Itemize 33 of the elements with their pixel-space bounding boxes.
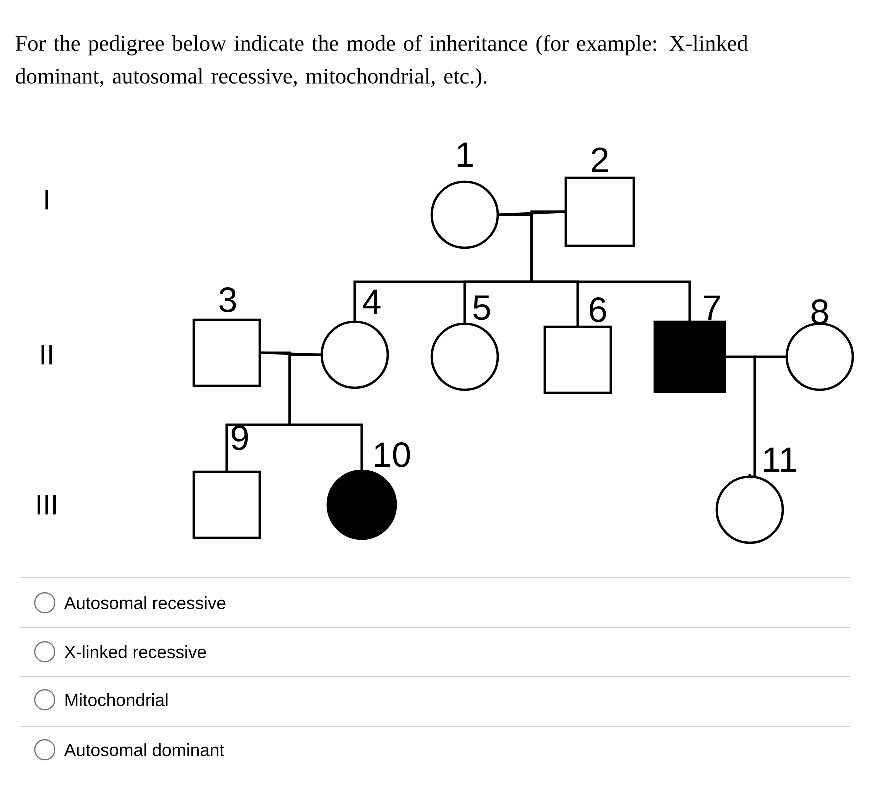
individual-number: 6 xyxy=(590,298,606,322)
individual-number: 2 xyxy=(592,148,608,172)
female-circle xyxy=(786,322,854,392)
female-circle xyxy=(430,322,500,392)
option-text: Autosomal recessive xyxy=(64,596,226,610)
individual-number: 11 xyxy=(764,448,797,472)
line xyxy=(498,210,566,216)
generation-label: II xyxy=(42,345,52,365)
individual-number: 9 xyxy=(232,426,248,450)
individual-number: 4 xyxy=(363,290,381,314)
option-text: X-linked recessive xyxy=(64,646,206,658)
generation-label: III xyxy=(38,495,56,515)
individual-number: 1 xyxy=(458,142,474,168)
option-text: Mitochondrial xyxy=(66,694,168,706)
option-text: Autosomal dominant xyxy=(64,744,224,756)
line xyxy=(288,354,364,471)
individual-number: 5 xyxy=(474,296,490,320)
female-circle xyxy=(716,476,784,544)
male-square xyxy=(192,318,262,388)
generation-label: I xyxy=(46,190,48,210)
question-text: For the pedigree below indicate the mode of inheritance (for example: X-linked dominant, autosomal recessive, mitochondrial, etc.). xyxy=(16,35,748,88)
individual-number: 10 xyxy=(375,442,410,468)
female-circle xyxy=(320,320,390,390)
line xyxy=(748,356,787,478)
male-square xyxy=(544,326,612,394)
affected-female-circle xyxy=(326,470,398,540)
individual-number: 3 xyxy=(220,288,236,312)
line xyxy=(530,210,692,322)
affected-male-square xyxy=(654,320,726,394)
individual-number: 7 xyxy=(704,296,720,320)
male-square xyxy=(564,176,636,248)
female-circle xyxy=(430,180,500,250)
male-square xyxy=(192,470,262,540)
